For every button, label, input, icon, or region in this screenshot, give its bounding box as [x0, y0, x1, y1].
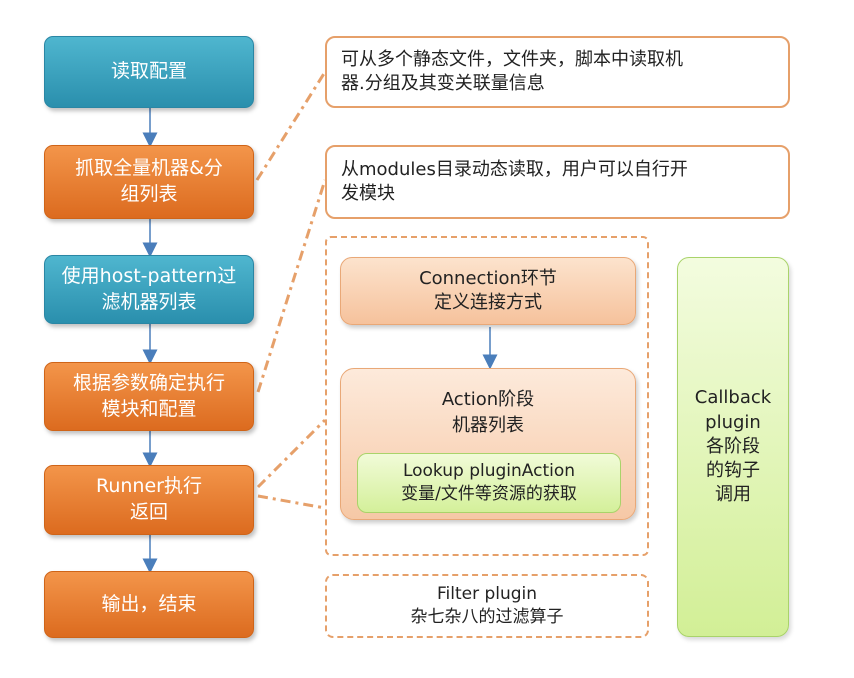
callout-line-runner-top — [256, 418, 327, 489]
step-output: 输出，结束 — [44, 571, 254, 638]
callout-line-runner-bottom — [257, 494, 326, 510]
note-modules: 从modules目录动态读取，用户可以自行开 发模块 — [325, 145, 790, 219]
callout-line-inventory — [255, 71, 327, 181]
runner-detail-group — [325, 236, 649, 556]
lookup-plugin: Lookup pluginAction 变量/文件等资源的获取 — [357, 453, 621, 513]
action-stage: Action阶段 机器列表 Lookup pluginAction 变量/文件等… — [340, 368, 636, 520]
action-stage-title: Action阶段 机器列表 — [441, 389, 535, 437]
step-filter-hosts: 使用host-pattern过 滤机器列表 — [44, 255, 254, 324]
filter-plugin: Filter plugin 杂七杂八的过滤算子 — [325, 574, 649, 638]
step-runner: Runner执行 返回 — [44, 465, 254, 535]
step-read-config: 读取配置 — [44, 36, 254, 108]
callout-line-modules — [256, 179, 327, 393]
callback-plugin: Callback plugin 各阶段 的钩子 调用 — [677, 257, 789, 637]
step-fetch-hosts: 抓取全量机器&分 组列表 — [44, 145, 254, 219]
step-determine-module: 根据参数确定执行 模块和配置 — [44, 362, 254, 431]
connection-stage: Connection环节 定义连接方式 — [340, 257, 636, 325]
note-inventory: 可从多个静态文件，文件夹，脚本中读取机 器.分组及其变关联量信息 — [325, 36, 790, 108]
